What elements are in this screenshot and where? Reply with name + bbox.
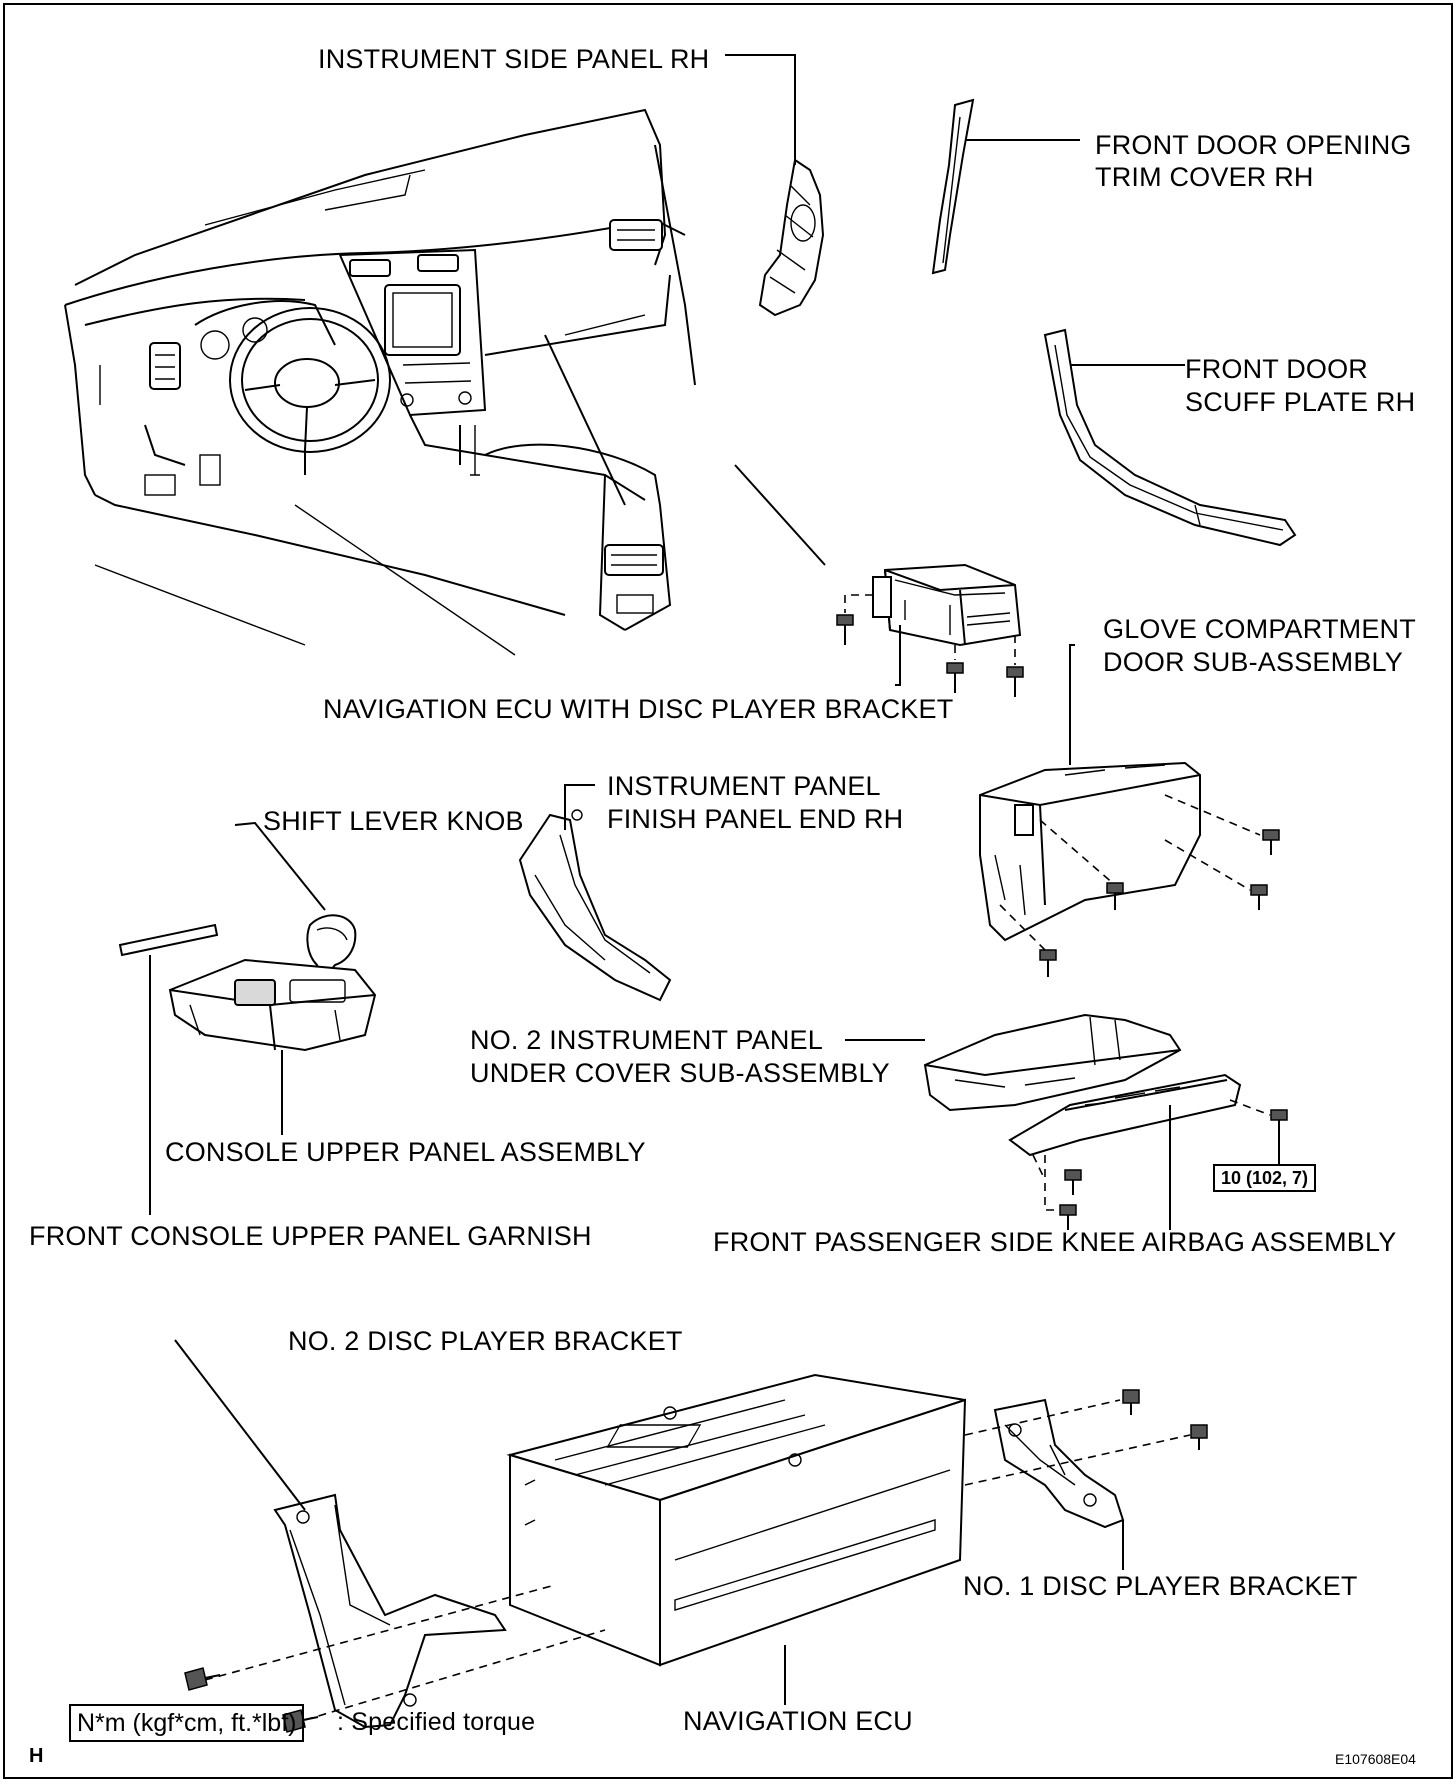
navigation-ecu-with-bracket-part <box>734 464 1024 697</box>
label-instrument-side-panel-rh: INSTRUMENT SIDE PANEL RH <box>318 44 710 74</box>
label-front-door-scuff-plate-rh-line2: SCUFF PLATE RH <box>1185 387 1416 417</box>
label-console-upper-panel-assembly: CONSOLE UPPER PANEL ASSEMBLY <box>165 1137 646 1167</box>
no1-disc-player-bracket-part <box>964 1389 1208 1570</box>
label-front-console-upper-panel-garnish: FRONT CONSOLE UPPER PANEL GARNISH <box>29 1221 592 1251</box>
shift-lever-knob-part <box>234 821 357 982</box>
label-instrument-panel-finish-panel-end-rh-line1: INSTRUMENT PANEL <box>607 771 881 801</box>
label-no2-disc-player-bracket: NO. 2 DISC PLAYER BRACKET <box>288 1326 683 1356</box>
label-glove-compartment-door-line1: GLOVE COMPARTMENT <box>1103 614 1416 644</box>
torque-unit-legend-box: N*m (kgf*cm, ft.*lbf) <box>69 1704 305 1742</box>
front-console-upper-panel-garnish-part <box>118 923 219 1215</box>
navigation-ecu-part <box>506 1373 967 1705</box>
label-no1-disc-player-bracket: NO. 1 DISC PLAYER BRACKET <box>963 1571 1358 1601</box>
diagram-artwork <box>64 54 1297 1733</box>
torque-legend-description: : Specified torque <box>337 1708 536 1736</box>
label-instrument-panel-finish-panel-end-rh-line2: FINISH PANEL END RH <box>607 804 904 834</box>
label-shift-lever-knob: SHIFT LEVER KNOB <box>263 806 524 836</box>
no2-disc-player-bracket-part <box>174 1339 606 1733</box>
label-front-door-scuff-plate-rh-line1: FRONT DOOR <box>1185 354 1368 384</box>
glove-compartment-door-part <box>979 644 1280 977</box>
dashboard-illustration <box>64 108 696 656</box>
knee-airbag-assembly-part <box>1008 1073 1288 1230</box>
label-knee-airbag-assembly: FRONT PASSENGER SIDE KNEE AIRBAG ASSEMBL… <box>713 1227 1397 1257</box>
label-front-door-opening-trim-cover-rh-line1: FRONT DOOR OPENING <box>1095 130 1412 160</box>
label-front-door-opening-trim-cover-rh-line2: TRIM COVER RH <box>1095 162 1314 192</box>
label-no2-instrument-panel-under-cover-line1: NO. 2 INSTRUMENT PANEL <box>470 1025 823 1055</box>
label-no2-instrument-panel-under-cover-line2: UNDER COVER SUB-ASSEMBLY <box>470 1058 890 1088</box>
label-glove-compartment-door-line2: DOOR SUB-ASSEMBLY <box>1103 647 1403 677</box>
front-door-opening-trim-cover-rh-part <box>931 98 1080 275</box>
instrument-side-panel-rh-part <box>725 54 825 317</box>
console-upper-panel-assembly-part <box>168 958 377 1135</box>
figure-code: E107608E04 <box>1335 1751 1416 1767</box>
corner-letter: H <box>29 1745 44 1767</box>
label-navigation-ecu: NAVIGATION ECU <box>683 1706 913 1736</box>
exploded-parts-diagram: INSTRUMENT SIDE PANEL RH FRONT DOOR OPEN… <box>3 3 1453 1779</box>
instrument-panel-finish-panel-end-rh-part <box>518 784 672 1002</box>
front-door-scuff-plate-rh-part <box>1043 328 1297 547</box>
no2-instrument-panel-under-cover-part <box>845 1013 1182 1112</box>
torque-value-box: 10 (102, 7) <box>1213 1164 1317 1192</box>
label-navigation-ecu-with-disc-player-bracket: NAVIGATION ECU WITH DISC PLAYER BRACKET <box>323 694 954 724</box>
